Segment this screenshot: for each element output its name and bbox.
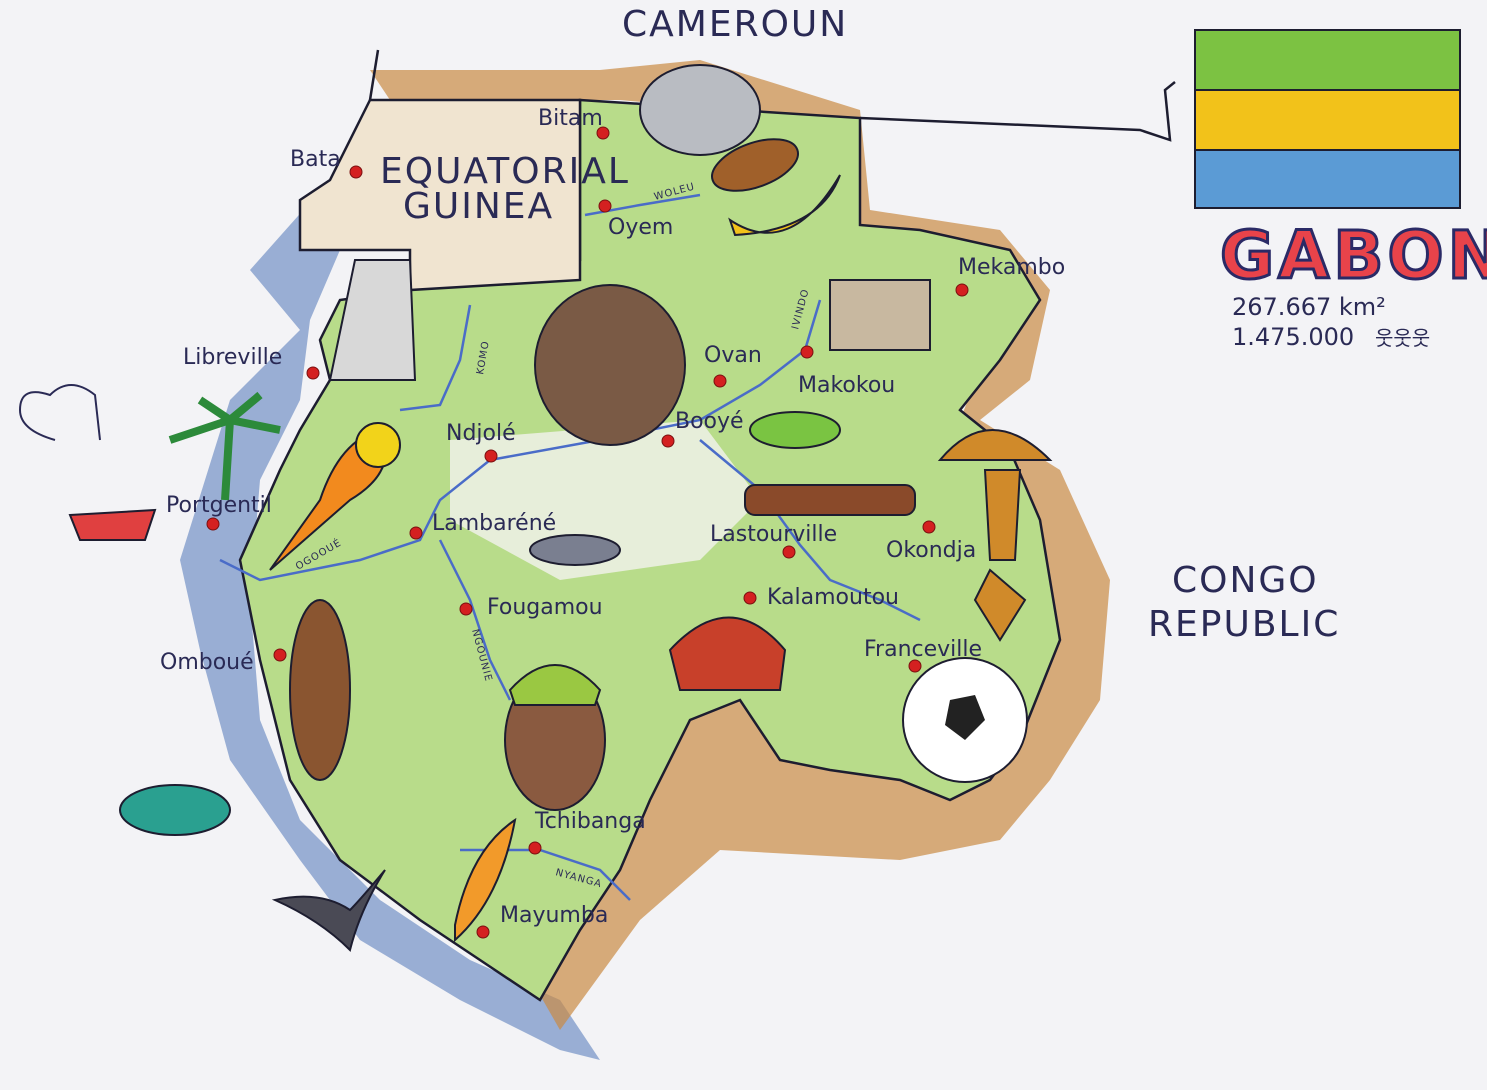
city-label-mayumba: Mayumba [500, 903, 608, 928]
population-stat: 1.475.000 [1232, 323, 1354, 351]
land-light-wash [450, 420, 760, 580]
label-guinea: GUINEA [403, 186, 554, 227]
city-label-libreville: Libreville [183, 345, 282, 370]
city-dot-portgentil [206, 517, 220, 531]
city-label-lambarene: Lambaréné [432, 511, 556, 536]
city-label-ndjole: Ndjolé [446, 421, 516, 446]
atlantic-ocean [180, 180, 600, 1060]
illustrations [18, 64, 1053, 952]
equatorial-guinea [298, 98, 582, 292]
monument-drawing [328, 259, 417, 381]
area-stat: 267.667 km² [1232, 293, 1386, 321]
city-label-bitam: Bitam [538, 106, 603, 131]
ship-drawing [68, 508, 157, 541]
palm-tree-drawing [168, 391, 281, 501]
city-dot-ovan [713, 374, 727, 388]
waterfall-drawing [829, 279, 931, 351]
city-label-fougamou: Fougamou [487, 595, 603, 620]
city-label-makokou: Makokou [798, 373, 895, 398]
city-dot-booye [661, 434, 675, 448]
city-dot-mayumba [476, 925, 490, 939]
city-label-franceville: Franceville [864, 637, 982, 662]
city-dot-mekambo [955, 283, 969, 297]
city-dot-oyem [598, 199, 612, 213]
elephant-drawing [639, 64, 761, 156]
city-label-ovan: Ovan [704, 343, 762, 368]
people-icon: 웃웃웃 [1375, 326, 1430, 350]
city-dot-fougamou [459, 602, 473, 616]
city-dot-makokou [800, 345, 814, 359]
cities: Bitam Bata Oyem Mekambo Libreville Ovan … [160, 106, 1065, 939]
cameroon-border [368, 49, 1176, 142]
smoke-drawing [18, 384, 101, 441]
label-equatorial: EQUATORIAL [380, 151, 630, 192]
city-dot-franceville [908, 659, 922, 673]
city-label-portgentil: Portgentil [166, 493, 272, 518]
banana-drawing [728, 174, 841, 237]
house-drawing [668, 616, 787, 691]
city-label-lastourville: Lastourville [710, 522, 837, 547]
map-title: GABON [1220, 217, 1487, 294]
city-dot-bitam [596, 126, 610, 140]
logs-drawing [744, 484, 916, 516]
cocoa-pod-drawing [711, 138, 799, 192]
city-label-booye: Booyé [675, 409, 744, 434]
mask-drawing [937, 429, 1053, 642]
whale-tail-drawing [271, 869, 386, 952]
label-cameroun: CAMEROUN [622, 4, 848, 45]
city-dot-lastourville [782, 545, 796, 559]
hippo-drawing [529, 534, 621, 566]
label-republic: REPUBLIC [1148, 604, 1340, 645]
turtle-drawing [119, 784, 231, 836]
city-dot-kalamoutou [743, 591, 757, 605]
label-congo: CONGO [1172, 560, 1319, 601]
city-dot-bata [349, 165, 363, 179]
surfboard-drawing [454, 817, 517, 943]
city-label-tchibanga: Tchibanga [534, 809, 646, 834]
city-label-oyem: Oyem [608, 215, 673, 240]
chameleon-drawing [749, 411, 841, 449]
city-dot-lambarene [409, 526, 423, 540]
city-dot-okondja [922, 520, 936, 534]
city-label-omboue: Omboué [160, 650, 254, 675]
city-dot-tchibanga [528, 841, 542, 855]
city-label-bata: Bata [290, 147, 341, 172]
city-dot-libreville [306, 366, 320, 380]
city-dot-ndjole [484, 449, 498, 463]
gabon-flag [1194, 29, 1461, 209]
city-label-kalamoutou: Kalamoutou [767, 585, 899, 610]
city-label-okondja: Okondja [886, 538, 976, 563]
pygmy-drawing [289, 599, 351, 781]
city-dot-omboue [273, 648, 287, 662]
city-label-mekambo: Mekambo [958, 255, 1065, 280]
gorilla-drawing [534, 284, 686, 446]
